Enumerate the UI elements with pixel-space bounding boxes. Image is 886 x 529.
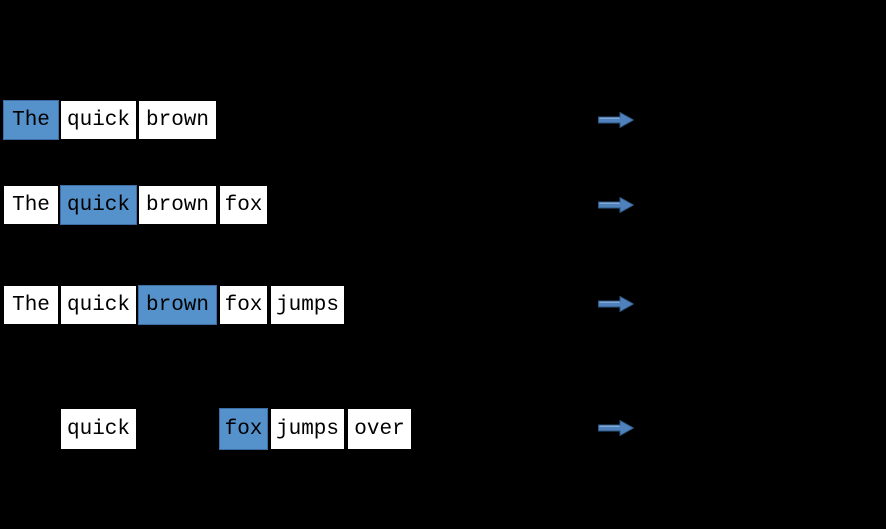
token: fox: [219, 285, 268, 325]
token-label: brown: [145, 293, 209, 317]
right-arrow-icon: [598, 296, 634, 312]
token-label: jumps: [275, 417, 339, 441]
token-label: quick: [66, 293, 130, 317]
token: over: [347, 408, 412, 450]
token: jumps: [270, 285, 345, 325]
token-label: over: [354, 417, 405, 441]
token-label: fox: [224, 293, 263, 317]
token: quick: [60, 100, 137, 140]
token: jumps: [270, 408, 345, 450]
token-label: The: [12, 293, 50, 317]
token: The: [3, 285, 59, 325]
token: brown: [138, 100, 217, 140]
token-highlighted: brown: [138, 285, 217, 325]
token-label: quick: [66, 417, 130, 441]
token: fox: [219, 185, 268, 225]
right-arrow-icon: [598, 420, 634, 436]
window-row-2: The quick brown fox: [0, 185, 886, 225]
token-label: brown: [145, 193, 209, 217]
token-label: fox: [224, 417, 263, 441]
window-row-3: The quick brown fox jumps: [0, 285, 886, 325]
token-highlighted: fox: [219, 408, 268, 450]
token: quick: [60, 408, 137, 450]
token-label: The: [12, 108, 50, 132]
window-row-4: quick fox jumps over: [0, 408, 886, 450]
token-label: quick: [66, 108, 130, 132]
right-arrow-icon: [598, 197, 634, 213]
token: brown: [138, 185, 217, 225]
window-row-1: The quick brown: [0, 100, 886, 140]
token-label: The: [12, 193, 50, 217]
token-label: jumps: [275, 293, 339, 317]
token-label: quick: [66, 193, 130, 217]
token-highlighted: quick: [60, 185, 137, 225]
token: quick: [60, 285, 137, 325]
token-label: brown: [145, 108, 209, 132]
token-highlighted: The: [3, 100, 59, 140]
right-arrow-icon: [598, 112, 634, 128]
token: The: [3, 185, 59, 225]
token-label: fox: [224, 193, 263, 217]
